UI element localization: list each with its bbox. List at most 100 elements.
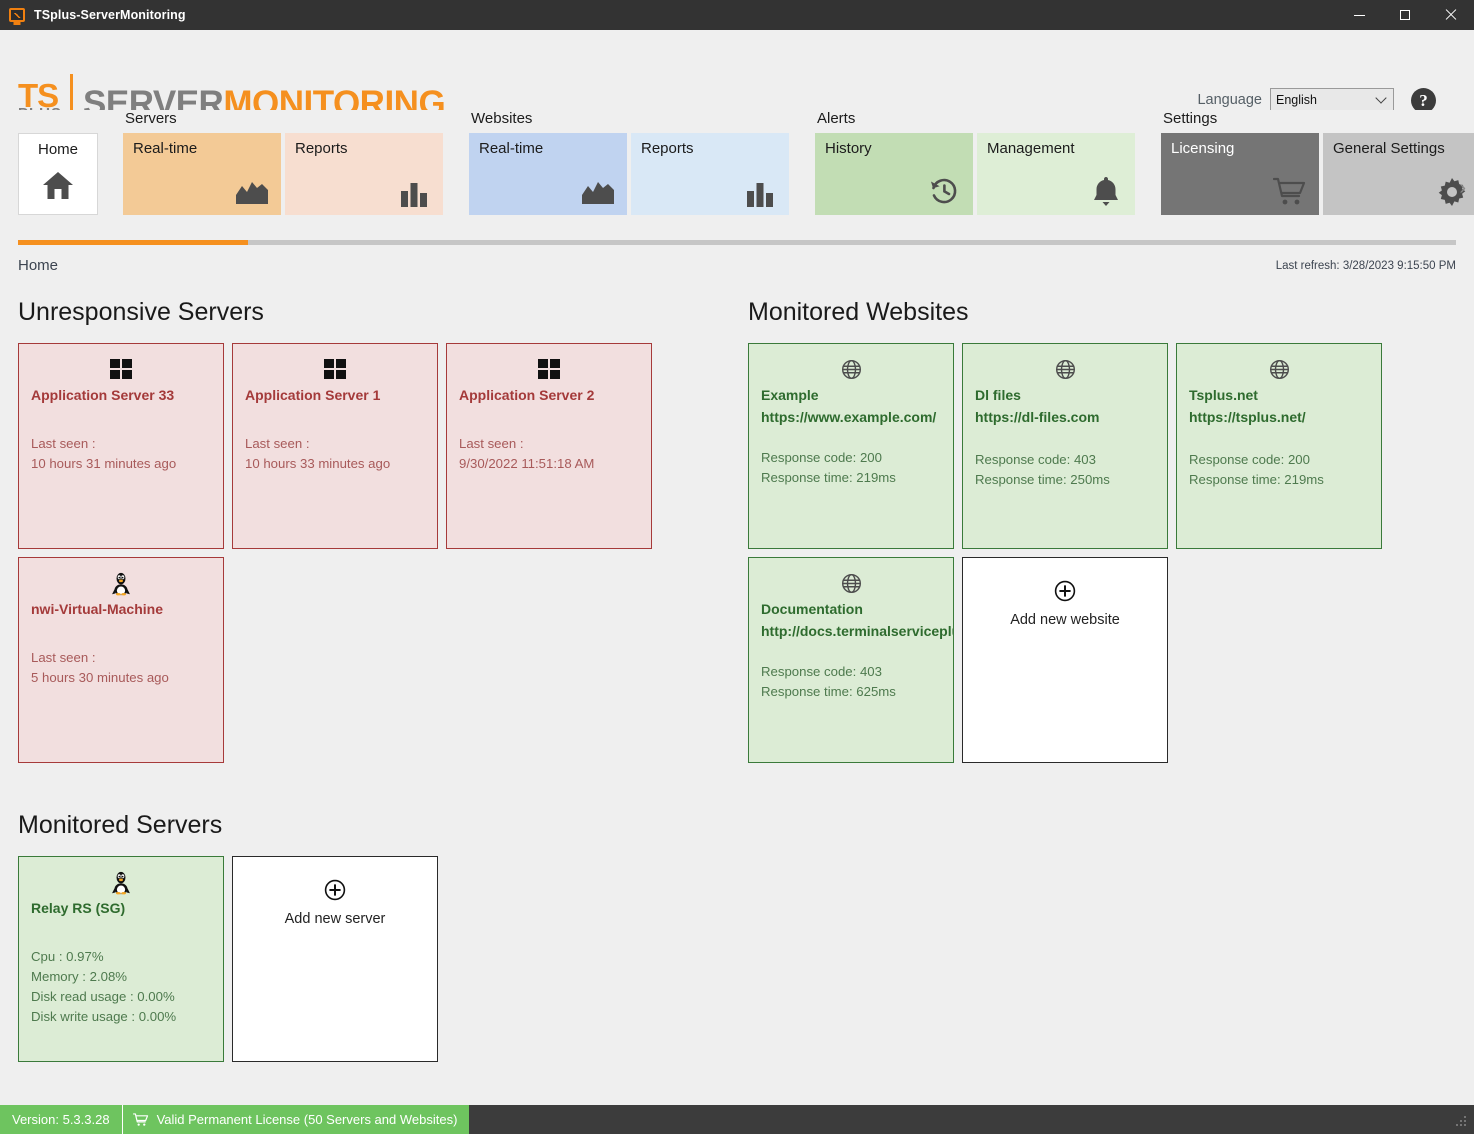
unresponsive-server-card[interactable]: Application Server 2 Last seen : 9/30/20…: [446, 343, 652, 549]
shopping-cart-icon: [1273, 175, 1307, 207]
tab-alerts-history-label: History: [825, 140, 872, 157]
tab-servers-realtime[interactable]: Real-time: [123, 133, 281, 215]
bar-chart-icon: [397, 175, 431, 207]
last-seen-label: Last seen :: [459, 435, 524, 451]
disk-write-metric: Disk write usage : 0.00%: [31, 1009, 177, 1025]
home-icon: [41, 168, 75, 200]
website-details: Response code: 403 Response time: 250ms: [975, 450, 1155, 490]
minimize-icon[interactable]: [1336, 0, 1382, 30]
version-segment: Version: 5.3.3.28: [0, 1105, 123, 1134]
ribbon-group-alerts: Alerts History Management: [815, 110, 1135, 215]
website-url: https://tsplus.net/: [1189, 408, 1306, 425]
last-seen-label: Last seen :: [31, 649, 96, 665]
server-details: Last seen : 10 hours 31 minutes ago: [31, 434, 211, 474]
windows-icon: [31, 354, 211, 384]
bell-icon: [1089, 175, 1123, 207]
memory-metric: Memory : 2.08%: [31, 968, 128, 984]
tab-alerts-history[interactable]: History: [815, 133, 973, 215]
license-segment[interactable]: Valid Permanent License (50 Servers and …: [122, 1105, 470, 1134]
chart-area-icon: [581, 175, 615, 207]
breadcrumb-row: Home Last refresh: 3/28/2023 9:15:50 PM: [0, 245, 1474, 274]
website-name: Documentation: [761, 601, 863, 617]
main-content: Unresponsive Servers Application Server …: [0, 274, 1474, 1062]
unresponsive-servers-grid: Application Server 33 Last seen : 10 hou…: [18, 343, 678, 763]
tab-home-label: Home: [37, 141, 78, 158]
ribbon-group-home: Home: [18, 110, 98, 215]
monitor-chart-icon: [9, 8, 25, 22]
ribbon-group-servers-title: Servers: [125, 110, 177, 127]
website-name: Tsplus.net: [1189, 387, 1258, 403]
ribbon-group-websites-title: Websites: [471, 110, 533, 127]
windows-icon: [245, 354, 425, 384]
website-details: Response code: 200 Response time: 219ms: [761, 448, 941, 488]
website-card[interactable]: Dl files https://dl-files.com Response c…: [962, 343, 1168, 549]
unresponsive-server-card[interactable]: Application Server 1 Last seen : 10 hour…: [232, 343, 438, 549]
last-seen-label: Last seen :: [31, 435, 96, 451]
page-title-websites: Monitored Websites: [748, 298, 969, 326]
monitored-servers-section: Monitored Servers: [18, 811, 1456, 1062]
help-button[interactable]: ?: [1411, 88, 1436, 113]
website-name: Dl files: [975, 387, 1021, 403]
chart-area-icon: [235, 175, 269, 207]
disk-read-metric: Disk read usage : 0.00%: [31, 989, 175, 1004]
page-progress-fill: [18, 240, 249, 245]
page-progress-bar: [18, 240, 1456, 245]
tab-home[interactable]: Home: [18, 133, 98, 215]
tab-websites-reports[interactable]: Reports: [631, 133, 789, 215]
tab-settings-licensing[interactable]: Licensing: [1161, 133, 1319, 215]
page-title-unresponsive: Unresponsive Servers: [18, 298, 264, 326]
tab-settings-licensing-label: Licensing: [1171, 140, 1235, 157]
add-new-server-label: Add new server: [284, 911, 386, 927]
ribbon-group-settings-title: Settings: [1163, 110, 1218, 127]
response-code: Response code: 200: [1189, 451, 1310, 467]
close-icon[interactable]: [1428, 0, 1474, 30]
website-name: Example: [761, 387, 819, 403]
website-details: Response code: 200 Response time: 219ms: [1189, 450, 1369, 490]
tab-servers-reports[interactable]: Reports: [285, 133, 443, 215]
website-card[interactable]: Tsplus.net https://tsplus.net/ Response …: [1176, 343, 1382, 549]
add-new-server-button[interactable]: Add new server: [232, 856, 438, 1062]
last-seen-value: 10 hours 31 minutes ago: [31, 455, 177, 471]
shopping-cart-icon: [132, 1112, 148, 1126]
monitored-server-card[interactable]: Relay RS (SG) Cpu : 0.97% Memory : 2.08%…: [18, 856, 224, 1062]
last-seen-label: Last seen :: [245, 435, 310, 451]
tab-alerts-management[interactable]: Management: [977, 133, 1135, 215]
cpu-metric: Cpu : 0.97%: [31, 948, 104, 964]
version-label: Version: 5.3.3.28: [12, 1112, 110, 1127]
unresponsive-server-card[interactable]: Application Server 33 Last seen : 10 hou…: [18, 343, 224, 549]
unresponsive-servers-section: Unresponsive Servers Application Server …: [18, 274, 678, 763]
ribbon-group-websites: Websites Real-time Reports: [469, 110, 789, 215]
status-bar: Version: 5.3.3.28 Valid Permanent Licens…: [0, 1105, 1474, 1134]
server-metrics: Cpu : 0.97% Memory : 2.08% Disk read usa…: [31, 947, 211, 1027]
response-code: Response code: 403: [975, 451, 1096, 467]
response-time: Response time: 625ms: [761, 683, 896, 699]
ribbon-toolbar: Home Servers Real-time Report: [0, 110, 1474, 240]
chevron-right-icon[interactable]: ›: [1459, 177, 1466, 199]
language-selector[interactable]: Language English: [1197, 88, 1394, 111]
add-new-website-button[interactable]: Add new website: [962, 557, 1168, 763]
globe-icon: [1189, 354, 1369, 384]
add-new-website-label: Add new website: [1010, 612, 1120, 628]
response-time: Response time: 219ms: [761, 469, 896, 485]
website-card[interactable]: Example https://www.example.com/ Respons…: [748, 343, 954, 549]
monitored-websites-grid: Example https://www.example.com/ Respons…: [748, 343, 1408, 763]
maximize-icon[interactable]: [1382, 0, 1428, 30]
tab-websites-realtime[interactable]: Real-time: [469, 133, 627, 215]
breadcrumb: Home: [18, 257, 59, 274]
tab-alerts-management-label: Management: [987, 140, 1075, 157]
tab-settings-general[interactable]: General Settings: [1323, 133, 1474, 215]
license-label: Valid Permanent License (50 Servers and …: [156, 1112, 458, 1127]
language-dropdown[interactable]: English: [1270, 88, 1394, 111]
gear-icon: [1435, 175, 1469, 207]
last-seen-value: 10 hours 33 minutes ago: [245, 455, 391, 471]
history-clock-icon: [927, 175, 961, 207]
window-controls: [1336, 0, 1474, 30]
website-card[interactable]: Documentation http://docs.terminalservic…: [748, 557, 954, 763]
windows-icon: [459, 354, 639, 384]
resize-grip[interactable]: [1456, 1116, 1468, 1128]
ribbon-group-servers: Servers Real-time Reports: [123, 110, 443, 215]
server-details: Last seen : 10 hours 33 minutes ago: [245, 434, 425, 474]
website-url: http://docs.terminalserviceplus.com: [761, 622, 953, 639]
linux-icon: [31, 867, 211, 897]
unresponsive-server-card[interactable]: nwi-Virtual-Machine Last seen : 5 hours …: [18, 557, 224, 763]
